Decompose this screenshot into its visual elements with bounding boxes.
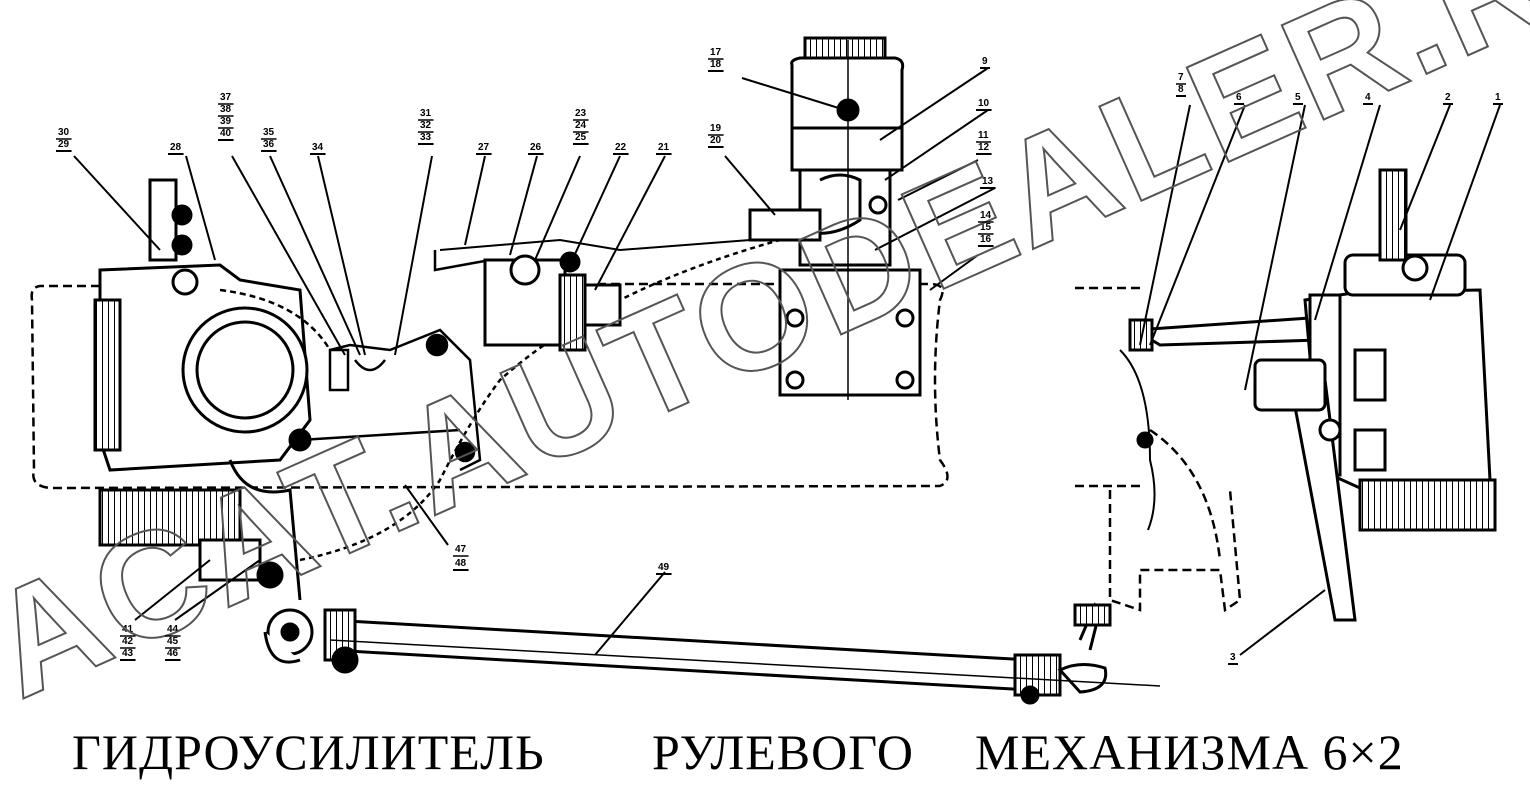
leader-lines [73, 67, 1501, 656]
callout-c9: 9 [982, 56, 988, 67]
caption-word-2: РУЛЕВОГО [652, 724, 915, 780]
callout-c13: 13 [982, 176, 994, 187]
steering-gear-left [93, 178, 314, 664]
callout-c49: 49 [658, 562, 670, 573]
callout-c5: 5 [1295, 92, 1301, 103]
callout-c22: 22 [615, 142, 627, 153]
tie-rod [323, 602, 1161, 705]
steering-gear-right [1119, 168, 1497, 622]
callout-c10: 10 [978, 98, 990, 109]
caption-word-3: МЕХАНИЗМА 6×2 [975, 724, 1404, 780]
callout-c21: 21 [658, 142, 670, 153]
oil-reservoir [748, 36, 922, 400]
callout-c26: 26 [530, 142, 542, 153]
callout-c1: 1 [1495, 92, 1501, 103]
caption-word-1: ГИДРОУСИЛИТЕЛЬ [72, 724, 545, 780]
frame-rail [30, 282, 1242, 613]
callout-c2: 2 [1445, 92, 1451, 103]
bracket-and-lines [219, 238, 781, 562]
callout-c3: 3 [1230, 652, 1236, 663]
callout-c6: 6 [1236, 92, 1242, 103]
callout-c27: 27 [478, 142, 490, 153]
filter-assembly [483, 251, 622, 352]
callout-c34: 34 [312, 142, 324, 153]
callout-c28: 28 [170, 142, 182, 153]
callout-c4: 4 [1365, 92, 1371, 103]
